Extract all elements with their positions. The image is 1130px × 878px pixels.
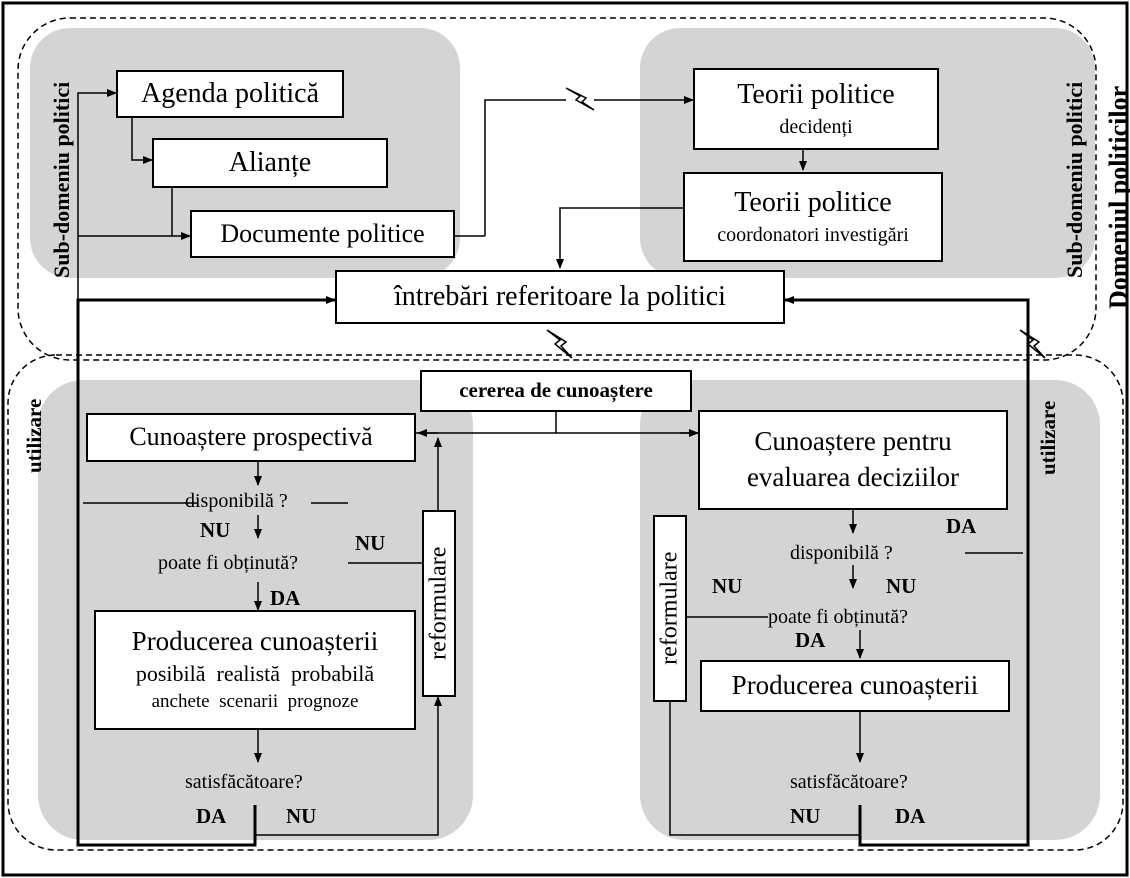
productie-left-box: Producerea cunoașterii posibilă realistă… [94,610,416,730]
right-nu-1: NU [712,574,743,598]
domain-label: Domeniul politicilor [1104,85,1130,309]
agenda-politica-label: Agenda politică [140,77,320,109]
teorii-decidenti-sub: decidenți [779,116,853,139]
lightning-icon [546,329,573,359]
productie-left-title: Producerea cunoașterii [131,625,379,656]
documente-politice-label: Documente politice [220,218,425,248]
left-q-obtinuta: poate fi obținută? [158,552,298,574]
utilizare-right-label: utilizare [1036,400,1060,475]
intrebari-label: întrebări referitoare la politici [394,280,726,312]
reformulare-left-label: reformulare [425,546,452,661]
evaluare-line1: Cunoaștere pentru [754,426,952,457]
aliante-label: Alianțe [228,146,312,178]
right-nu-2: NU [886,574,917,598]
productie-left-row2: anchete scenarii prognoze [151,691,359,713]
aliante-box: Alianțe [152,138,388,188]
lightning-icon [1019,329,1046,359]
left-da-bottom: DA [196,804,227,828]
documente-politice-box: Documente politice [190,210,455,258]
left-q-disponibila: disponibilă ? [185,490,288,512]
productie-right-box: Producerea cunoașterii [700,660,1010,712]
sub-domain-right-label: Sub-domeniu politici [1062,81,1087,278]
prospectiva-box: Cunoaștere prospectivă [86,413,416,462]
teorii-decidenti-box: Teorii politice decidenți [693,68,939,150]
lightning-icon [565,87,595,111]
agenda-politica-box: Agenda politică [116,70,344,118]
policy-domain-region [17,17,1097,361]
evaluare-line2: evaluarea deciziilor [746,462,960,492]
prospectiva-label: Cunoaștere prospectivă [129,422,373,452]
intrebari-box: întrebări referitoare la politici [335,270,785,324]
evaluare-box: Cunoaștere pentru evaluarea deciziilor [698,410,1008,510]
right-q-obtinuta: poate fi obținută? [768,606,908,628]
productie-right-label: Producerea cunoașterii [731,670,979,701]
right-nu-bottom: NU [790,804,821,828]
reformulare-left-box: reformulare [422,510,456,697]
left-nu-bottom: NU [286,804,317,828]
teorii-coordonatori-sub: coordonatori investigări [717,224,909,247]
reformulare-right-label: reformulare [656,551,683,666]
productie-left-row1: posibilă realistă probabilă [135,661,375,687]
left-q-satisfacatoare: satisfăcătoare? [185,771,303,793]
left-nu-2: NU [355,531,386,555]
cererea-label: cererea de cunoaștere [459,378,653,403]
right-da-2: DA [795,628,826,652]
usage-region [7,354,1124,851]
sub-domain-left-label: Sub-domeniu politici [49,81,74,278]
right-q-disponibila: disponibilă ? [790,542,893,564]
left-nu-1: NU [200,518,231,542]
left-da-1: DA [270,586,301,610]
teorii-coordonatori-title: Teorii politice [734,186,892,218]
right-q-satisfacatoare: satisfăcătoare? [790,771,908,793]
teorii-coordonatori-box: Teorii politice coordonatori investigări [683,172,943,262]
right-da-top: DA [946,514,977,538]
utilizare-left-label: utilizare [22,398,46,473]
right-da-bottom: DA [895,804,926,828]
reformulare-right-box: reformulare [653,515,687,702]
teorii-decidenti-title: Teorii politice [737,78,895,110]
cererea-box: cererea de cunoaștere [420,370,692,412]
